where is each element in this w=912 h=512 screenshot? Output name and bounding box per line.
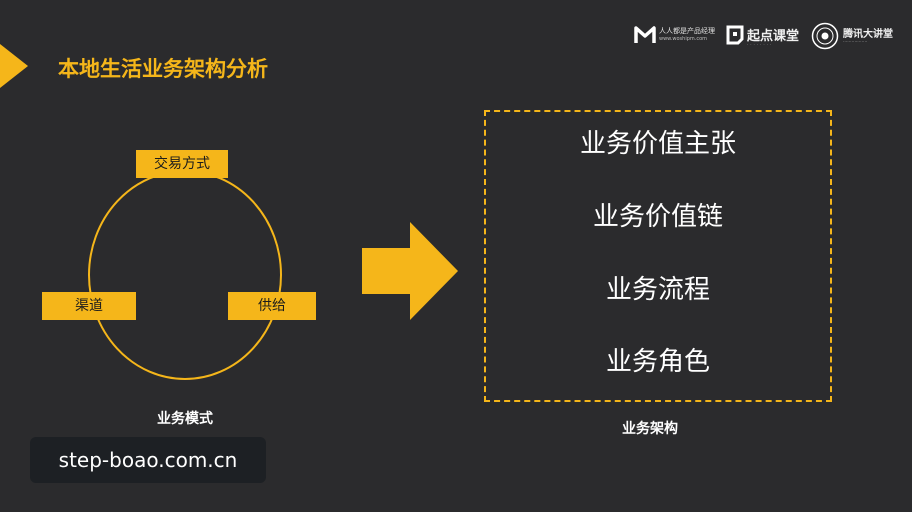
- architecture-item: 业务流程: [605, 275, 710, 305]
- corner-triangle-icon: [0, 44, 28, 88]
- architecture-box: [484, 110, 832, 402]
- architecture-item: 业务价值主张: [579, 129, 736, 159]
- brand3-subtitle-mark: ·················: [843, 40, 868, 45]
- brand2-name: 起点课堂: [747, 29, 800, 44]
- logo-bar: 人人都是产品经理 www.woshipm.com 起点课堂 ········ 腾…: [634, 20, 902, 56]
- right-arrow-icon: [362, 222, 458, 320]
- node-transaction-method: 交易方式: [136, 150, 228, 178]
- architecture-item: 业务角色: [605, 347, 710, 377]
- architecture-item: 业务价值链: [592, 202, 723, 232]
- m-logo-icon: [634, 26, 656, 43]
- page-title: 本地生活业务架构分析: [58, 57, 268, 81]
- business-model-caption: 业务模式: [157, 411, 213, 427]
- brand1-url: www.woshipm.com: [659, 36, 708, 42]
- cycle-ellipse: [88, 170, 282, 380]
- watermark-badge: step-boao.com.cn: [30, 437, 266, 483]
- brand2-subtitle-mark: ········: [747, 42, 774, 47]
- q-logo-icon: [726, 25, 744, 45]
- brand3-name: 腾讯大讲堂: [843, 29, 893, 40]
- business-architecture-caption: 业务架构: [622, 421, 678, 437]
- brand1-name: 人人都是产品经理: [659, 27, 715, 35]
- seal-logo-icon: [811, 22, 839, 50]
- node-supply: 供给: [228, 292, 316, 320]
- node-channel: 渠道: [42, 292, 136, 320]
